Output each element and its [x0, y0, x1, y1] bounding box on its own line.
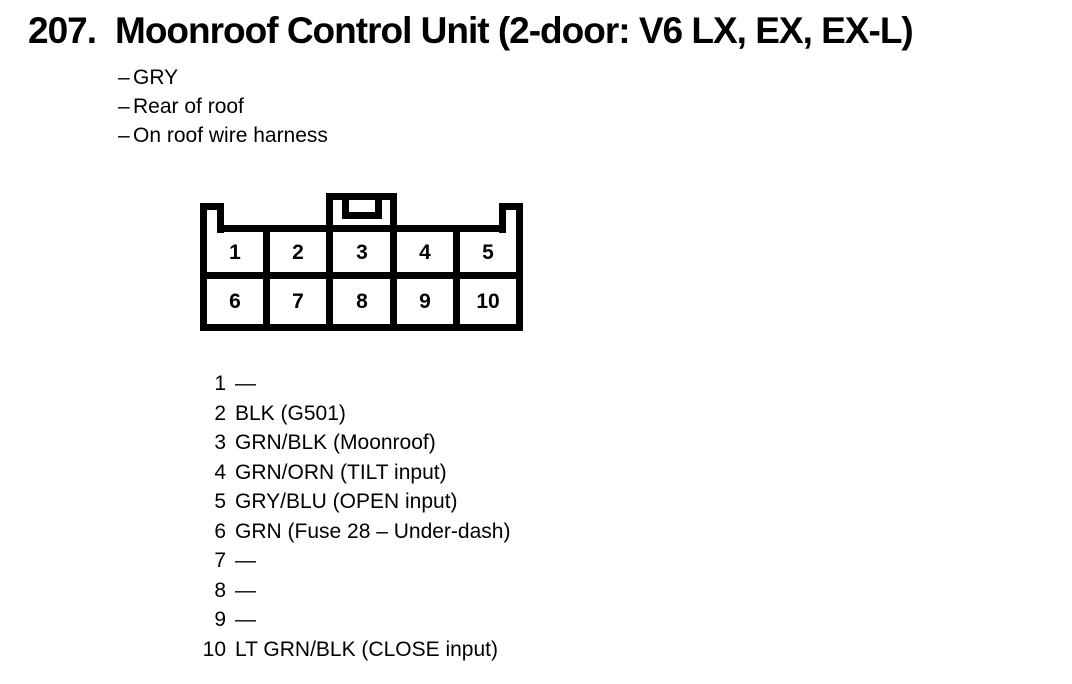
legend-wire-label: LT GRN/BLK (CLOSE input): [235, 637, 498, 661]
note-harness: –On roof wire harness: [118, 121, 328, 150]
legend-pin-number: 7: [214, 549, 226, 572]
note-text: On roof wire harness: [133, 124, 328, 147]
note-dash: –: [118, 95, 130, 118]
legend-wire-label: GRN/ORN (TILT input): [235, 460, 447, 484]
legend-pin-number: 3: [214, 431, 226, 454]
legend-row: 2 BLK (G501): [196, 399, 510, 429]
pin-cell-9: 9: [419, 290, 431, 313]
legend-row: 6 GRN (Fuse 28 – Under-dash): [196, 517, 510, 547]
legend-pin-number: 8: [214, 578, 226, 602]
legend-wire-label: GRY/BLU (OPEN input): [235, 490, 458, 513]
pin-cell-2: 2: [292, 241, 304, 264]
pin-cell-10: 10: [476, 290, 500, 313]
legend-row: 3 GRN/BLK (Moonroof): [196, 428, 510, 458]
legend-wire-label: GRN/BLK (Moonroof): [235, 431, 436, 454]
legend-row: 10 LT GRN/BLK (CLOSE input): [196, 635, 510, 665]
page-title: 207. Moonroof Control Unit (2-door: V6 L…: [28, 6, 914, 56]
note-location: –Rear of roof: [118, 92, 328, 121]
legend-wire-label: GRN (Fuse 28 – Under-dash): [235, 519, 511, 543]
legend-row: 5 GRY/BLU (OPEN input): [196, 487, 510, 517]
legend-pin-number: 6: [214, 519, 226, 543]
legend-wire-label: —: [235, 608, 256, 631]
row-divider: [200, 272, 523, 279]
legend-wire-label: BLK (G501): [235, 401, 346, 425]
legend-row: 1—: [196, 369, 510, 399]
legend-row: 9—: [196, 605, 510, 635]
legend-pin-number: 2: [214, 401, 226, 425]
note-dash: –: [118, 66, 130, 89]
legend-pin-number: 4: [214, 460, 226, 484]
legend-wire-label: —: [235, 578, 256, 602]
pin-cell-6: 6: [229, 290, 241, 313]
connector-diagram: 1 2 3 4 5 6 7 8 9 10: [200, 193, 523, 331]
legend-row: 4 GRN/ORN (TILT input): [196, 458, 510, 488]
legend-wire-label: —: [235, 372, 256, 395]
figure-number: 207.: [28, 10, 97, 51]
pin-cell-1: 1: [229, 241, 241, 264]
legend-pin-number: 9: [214, 608, 226, 631]
legend-wire-label: —: [235, 549, 256, 572]
pin-cell-3: 3: [356, 241, 368, 264]
note-dash: –: [118, 124, 130, 147]
note-text: GRY: [133, 66, 179, 89]
figure-title: Moonroof Control Unit (2-door: V6 LX, EX…: [115, 10, 914, 51]
connector-lock-slot: [342, 200, 382, 219]
legend-pin-number: 5: [214, 490, 226, 513]
legend-row: 8—: [196, 576, 510, 606]
connector-right-notch: [499, 203, 523, 233]
pin-cell-7: 7: [292, 290, 304, 313]
legend-pin-number: 10: [202, 637, 226, 661]
pin-cell-5: 5: [482, 241, 494, 264]
legend-pin-number: 1: [214, 372, 226, 395]
pin-cell-8: 8: [356, 290, 368, 313]
note-text: Rear of roof: [133, 95, 244, 118]
connector-left-notch: [200, 203, 224, 233]
pin-cell-4: 4: [419, 241, 431, 264]
legend-row: 7—: [196, 546, 510, 576]
note-connector-color: –GRY: [118, 63, 328, 92]
location-notes: –GRY –Rear of roof –On roof wire harness: [118, 63, 328, 150]
